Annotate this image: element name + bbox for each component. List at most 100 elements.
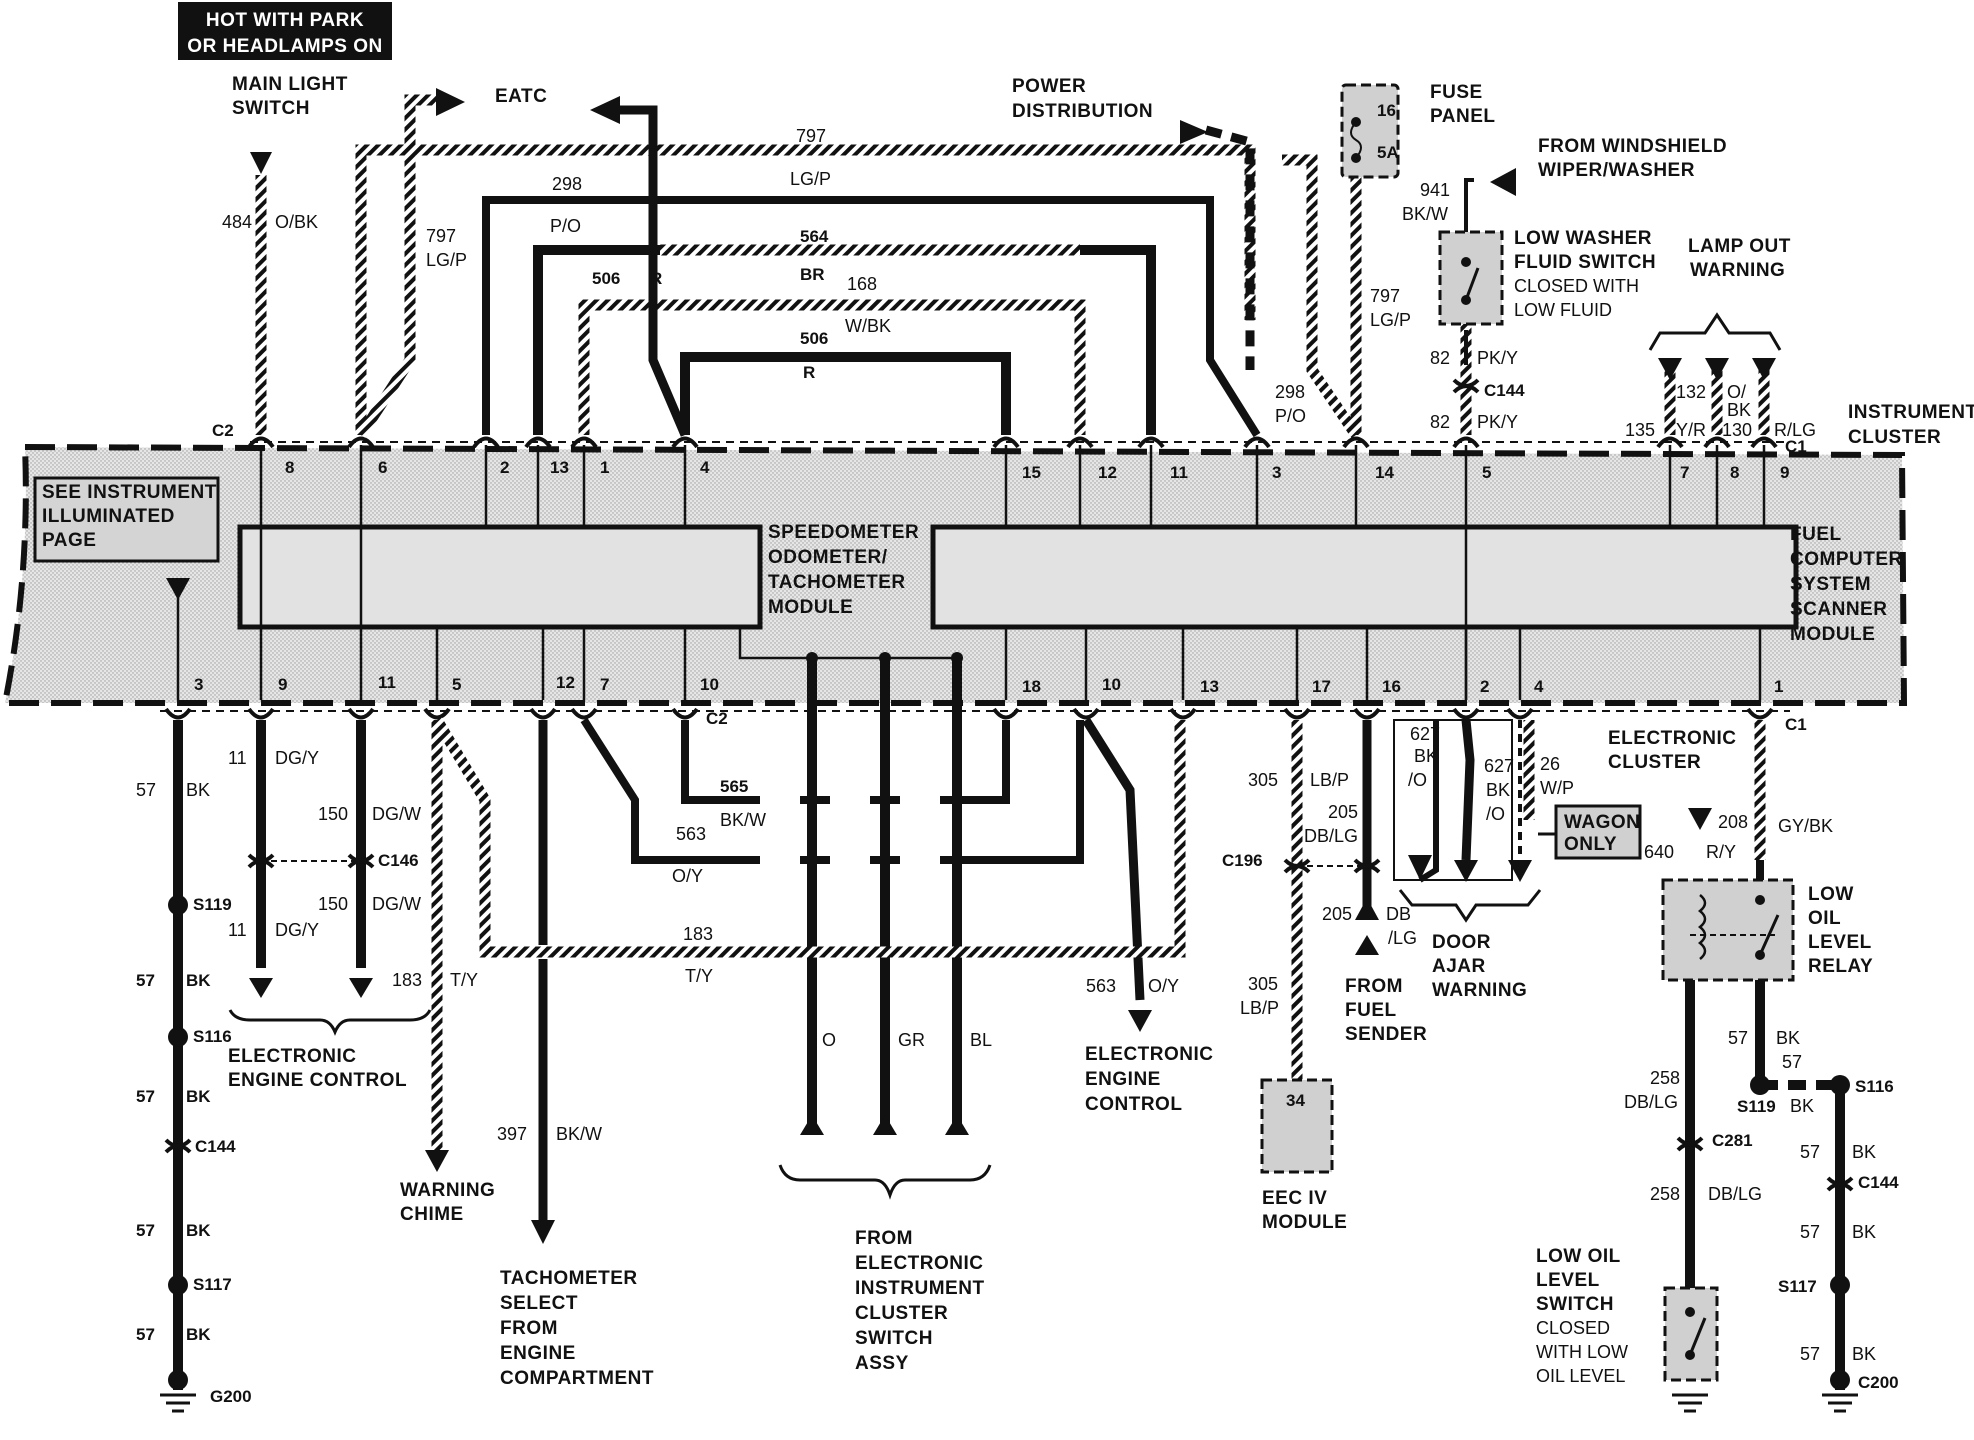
- svg-text:/O: /O: [1408, 770, 1427, 790]
- svg-text:4: 4: [700, 458, 710, 477]
- fuel-line4: SCANNER: [1790, 599, 1887, 620]
- connector-c196: C196: [1222, 851, 1263, 870]
- speedo-line4: MODULE: [768, 597, 853, 618]
- svg-text:G200: G200: [210, 1387, 252, 1406]
- top-wire-labels: 484 O/BK 797 LG/P 797 LG/P 298 P/O 564 B…: [222, 126, 1816, 440]
- svg-text:13: 13: [1200, 677, 1219, 696]
- windshield-line2: WIPER/WASHER: [1538, 160, 1695, 181]
- svg-text:640: 640: [1644, 842, 1674, 862]
- svg-text:4: 4: [1534, 677, 1544, 696]
- svg-text:565: 565: [720, 777, 748, 796]
- svg-text:506: 506: [592, 269, 620, 288]
- svg-text:506: 506: [800, 329, 828, 348]
- svg-text:797: 797: [796, 126, 826, 146]
- svg-text:305: 305: [1248, 974, 1278, 994]
- svg-text:ENGINE CONTROL: ENGINE CONTROL: [228, 1070, 407, 1091]
- hot-label-line1: HOT WITH PARK: [206, 10, 364, 31]
- svg-text:258: 258: [1650, 1068, 1680, 1088]
- bottom-hatched-wires: [431, 717, 1766, 1150]
- svg-text:LOW: LOW: [1808, 884, 1854, 905]
- see-instrument-box: [33, 476, 220, 563]
- svg-text:8: 8: [285, 458, 294, 477]
- svg-text:16: 16: [1382, 677, 1401, 696]
- power-arrow-icon: [1180, 120, 1208, 144]
- svg-text:COMPARTMENT: COMPARTMENT: [500, 1368, 654, 1389]
- svg-text:FROM: FROM: [1345, 976, 1403, 997]
- wiper-arrow-icon: [1490, 168, 1516, 196]
- svg-text:DB: DB: [1386, 904, 1411, 924]
- svg-text:57: 57: [1728, 1028, 1748, 1048]
- lamp-out-line1: LAMP OUT: [1688, 236, 1791, 257]
- svg-text:WARNING: WARNING: [400, 1180, 495, 1201]
- lamp-out-line2: WARNING: [1690, 260, 1785, 281]
- svg-text:DG/W: DG/W: [372, 804, 421, 824]
- ground-symbols: [160, 1393, 1858, 1413]
- svg-text:130: 130: [1722, 420, 1752, 440]
- svg-text:397: 397: [497, 1124, 527, 1144]
- internal-leads: [176, 445, 1766, 700]
- bottom-arrow-heads: [249, 855, 1532, 1244]
- svg-text:LEVEL: LEVEL: [1808, 932, 1872, 953]
- speedometer-module: [237, 524, 763, 630]
- svg-text:26: 26: [1540, 754, 1560, 774]
- svg-text:9: 9: [1780, 463, 1789, 482]
- svg-text:GR: GR: [898, 1030, 925, 1050]
- svg-text:AJAR: AJAR: [1432, 956, 1486, 977]
- svg-text:BL: BL: [970, 1030, 992, 1050]
- fuel-line5: MODULE: [1790, 624, 1875, 645]
- svg-text:MODULE: MODULE: [1262, 1212, 1347, 1233]
- svg-text:S119: S119: [1737, 1097, 1776, 1116]
- svg-text:57: 57: [1800, 1222, 1820, 1242]
- svg-text:LB/P: LB/P: [1240, 998, 1279, 1018]
- svg-text:10: 10: [700, 675, 719, 694]
- svg-text:P/O: P/O: [550, 216, 581, 236]
- top-pin-numbers: 8 6 2 13 1 4 15 12 11 3 14 5 7 8 9: [285, 458, 1789, 482]
- connector-c2-bottom: C2: [706, 709, 728, 728]
- svg-text:RELAY: RELAY: [1808, 956, 1873, 977]
- svg-text:3: 3: [194, 675, 203, 694]
- svg-text:BK: BK: [186, 1221, 211, 1240]
- svg-text:DG/Y: DG/Y: [275, 920, 319, 940]
- bottom-solid-wires: [173, 660, 1845, 1390]
- connector-c144-top: C144: [1484, 381, 1525, 400]
- svg-text:T/Y: T/Y: [685, 966, 713, 986]
- svg-text:T/Y: T/Y: [450, 970, 478, 990]
- svg-text:132: 132: [1676, 382, 1706, 402]
- connector-c146: C146: [378, 851, 419, 870]
- c144-top-connector: [1452, 378, 1480, 394]
- svg-text:BK: BK: [1852, 1222, 1876, 1242]
- svg-text:15: 15: [1022, 463, 1041, 482]
- svg-text:11: 11: [228, 748, 247, 768]
- svg-text:34: 34: [1286, 1091, 1305, 1110]
- svg-text:11: 11: [228, 920, 247, 940]
- svg-text:BR: BR: [800, 265, 825, 284]
- svg-text:W/P: W/P: [1540, 778, 1574, 798]
- eatc-arrow-icon: [436, 88, 465, 116]
- bottom-pin-terminals: [164, 707, 1774, 720]
- splice-dots: [168, 895, 1850, 1295]
- svg-text:O/BK: O/BK: [275, 212, 318, 232]
- svg-text:ELECTRONIC: ELECTRONIC: [1085, 1044, 1214, 1065]
- eec-iv-module-box: [1260, 1078, 1334, 1174]
- svg-text:TACHOMETER: TACHOMETER: [500, 1268, 638, 1289]
- svg-text:150: 150: [318, 894, 348, 914]
- svg-text:1: 1: [1774, 677, 1783, 696]
- svg-text:Y/R: Y/R: [1676, 420, 1706, 440]
- down-arrow-icon: [250, 152, 272, 174]
- svg-text:FROM: FROM: [855, 1228, 913, 1249]
- svg-text:135: 135: [1625, 420, 1655, 440]
- svg-text:R/Y: R/Y: [1706, 842, 1736, 862]
- top-pin-terminals: [247, 436, 1778, 449]
- electronic-cluster-line1: ELECTRONIC: [1608, 728, 1737, 749]
- svg-text:82: 82: [1430, 348, 1450, 368]
- svg-text:BK: BK: [186, 1087, 211, 1106]
- svg-text:12: 12: [556, 673, 575, 692]
- low-washer-line4: LOW FLUID: [1514, 300, 1612, 320]
- svg-text:O/Y: O/Y: [672, 866, 703, 886]
- svg-text:627: 627: [1484, 756, 1514, 776]
- eatc-label: EATC: [495, 86, 547, 107]
- svg-text:57: 57: [136, 1325, 155, 1344]
- splice-labels: S119 S116 S117 S116 S119 S117 G200: [193, 895, 1894, 1406]
- connector-c1-bottom: C1: [1785, 715, 1807, 734]
